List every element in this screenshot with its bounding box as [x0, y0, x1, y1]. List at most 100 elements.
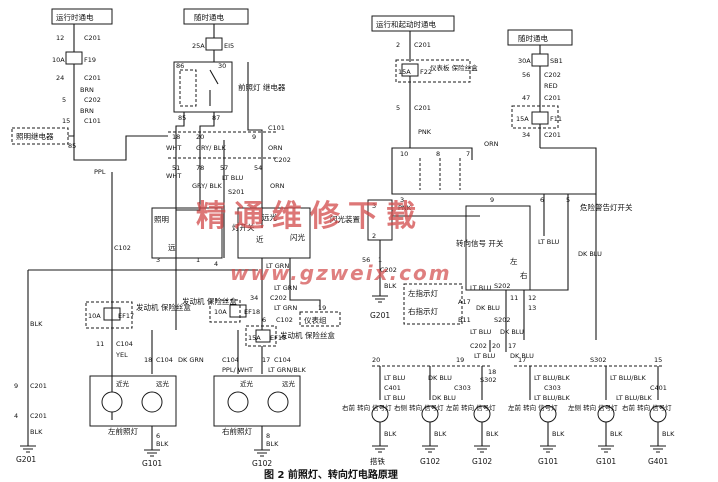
turn-switch-box [465, 205, 531, 291]
fuse-f11-body [531, 111, 549, 125]
left-near-label: 近光 [116, 379, 130, 388]
wire-ltblu-c: LT BLU [470, 284, 492, 292]
fuse-f22-box [395, 59, 471, 83]
left-far-label: 远光 [156, 379, 170, 388]
pin-5a: 5 [62, 96, 66, 104]
wire-hz-turn [530, 194, 597, 340]
right-headlamp-near-bulb [227, 391, 249, 413]
pin-6a: 6 [262, 316, 266, 324]
conn-a17: A17 [458, 298, 471, 306]
wire-lamp-drops [379, 366, 659, 400]
pin-17c: 17 [518, 356, 526, 364]
wire-orn-a: ORN [268, 144, 283, 152]
wire-dkblu-f: DK BLU [432, 394, 456, 402]
wire-blk-b: BLK [30, 428, 43, 436]
wire-red: RED [544, 82, 558, 90]
conn-c201-b: C201 [84, 74, 101, 82]
power-run-start-box [371, 15, 455, 32]
ground-g201a-label: G201 [16, 455, 36, 464]
ground-g101c-label: G101 [596, 457, 616, 466]
wire-ltblu-a: LT BLU [222, 174, 244, 182]
ground-g102a-symbol [254, 449, 270, 457]
fuse-ei5-amp: 25A [192, 42, 205, 50]
fuse-f11-box [511, 105, 559, 129]
pin-56: 56 [522, 71, 530, 79]
wire-cluster [289, 258, 321, 310]
pin-1a: 1 [196, 256, 200, 264]
wire-orn-b: ORN [270, 182, 285, 190]
wire-lamp-grounds [379, 422, 659, 446]
pin-18b: 18 [144, 356, 152, 364]
cluster-box [299, 311, 341, 327]
wire-blk-k: BLK [662, 430, 675, 438]
left-turn-ind-label: 左指示灯 [408, 288, 438, 298]
turn-switch-label: 转向信号 开关 [456, 238, 504, 248]
fuse-ei5-body [205, 37, 223, 51]
conn-c303-a: C303 [454, 384, 471, 392]
fuse-ei5-id: EI5 [224, 42, 234, 50]
wire-yel: YEL [115, 351, 128, 359]
wire-pplwht: PPL/ WHT [222, 366, 253, 374]
wire-ltblublk-b: LT BLU/BLK [610, 374, 647, 382]
ground-g102b-label: G102 [420, 457, 440, 466]
engine-fusebox-label-a: 发动机 保险丝盒 [136, 302, 191, 312]
wire-pnk-hz [410, 147, 473, 160]
wire-dimmer [68, 130, 75, 137]
power-always-left-label: 随时通电 [194, 12, 224, 22]
wire-ltgrn-b: LT GRN [274, 284, 297, 292]
wire-ltblu-e: LT BLU [474, 352, 496, 360]
wire-dkgrn: DK GRN [178, 356, 204, 364]
pin-19: 19 [456, 356, 464, 364]
ground-g102c-label: G102 [472, 457, 492, 466]
pin-9a: 9 [252, 133, 256, 141]
pin-17b: 17 [508, 342, 516, 350]
turn-left-label: 左 [510, 256, 518, 266]
pin-17a: 17 [262, 356, 270, 364]
wire-ltblu-f: LT BLU [384, 374, 406, 382]
conn-c202-e: C202 [380, 266, 397, 274]
ground-g201b-label: G201 [370, 311, 390, 320]
conn-c104-d: C104 [274, 356, 291, 364]
pin-3b: 3 [400, 196, 404, 204]
fuse-f19-amp: 10A [52, 56, 65, 64]
watermark-url: www.gzweix.com [230, 261, 452, 285]
headlamp-relay-box [173, 61, 233, 113]
conn-s202-b: S202 [494, 316, 511, 324]
fuse-f11-id: F11 [550, 115, 562, 123]
conn-c202-d: C202 [544, 71, 561, 79]
beam-switch-box [237, 207, 311, 259]
pin-56b: 56 [362, 256, 370, 264]
conn-c101-a: C101 [84, 117, 101, 125]
fuse-ef17-amp: 10A [88, 312, 101, 320]
far-label: 远 [168, 243, 176, 252]
wire-ltblu-d: LT BLU [470, 328, 492, 336]
ground-bond-label: 搭铁 [370, 456, 385, 466]
engine-fusebox-c [245, 325, 277, 347]
wire-blk-c: BLK [156, 440, 169, 448]
fuse-sb1-id: SB1 [550, 57, 563, 65]
pin-54: 54 [254, 164, 262, 172]
power-always-right-label: 随时通电 [518, 33, 548, 43]
pin-3c: 3 [372, 202, 376, 210]
conn-c201-e: C201 [414, 41, 431, 49]
conn-c401-b: C401 [650, 384, 667, 392]
wire-ltgrn-c: LT GRN [274, 304, 297, 312]
ground-g101a-symbol [144, 449, 160, 457]
pin-8b: 8 [436, 150, 440, 158]
right-headlamp-label: 右前照灯 [222, 426, 252, 436]
pin-15b: 15 [654, 356, 662, 364]
turn-right-label: 右 [520, 270, 528, 280]
pin-8a: 8 [266, 432, 270, 440]
engine-fusebox-b [209, 299, 241, 323]
conn-c202-c: C202 [270, 294, 287, 302]
engine-fusebox-label-c: 发动机 保险丝盒 [280, 330, 335, 340]
wire-ppl-link [73, 130, 168, 161]
ground-g201a-symbol [20, 445, 36, 453]
fuse-f22-body [401, 63, 419, 77]
ground-g101a-label: G101 [142, 459, 162, 468]
pin-20c: 20 [372, 356, 380, 364]
wire-ltblu-g: LT BLU [384, 394, 406, 402]
wire-pnk-b: PNK [398, 204, 412, 212]
pin-13: 13 [528, 304, 536, 312]
